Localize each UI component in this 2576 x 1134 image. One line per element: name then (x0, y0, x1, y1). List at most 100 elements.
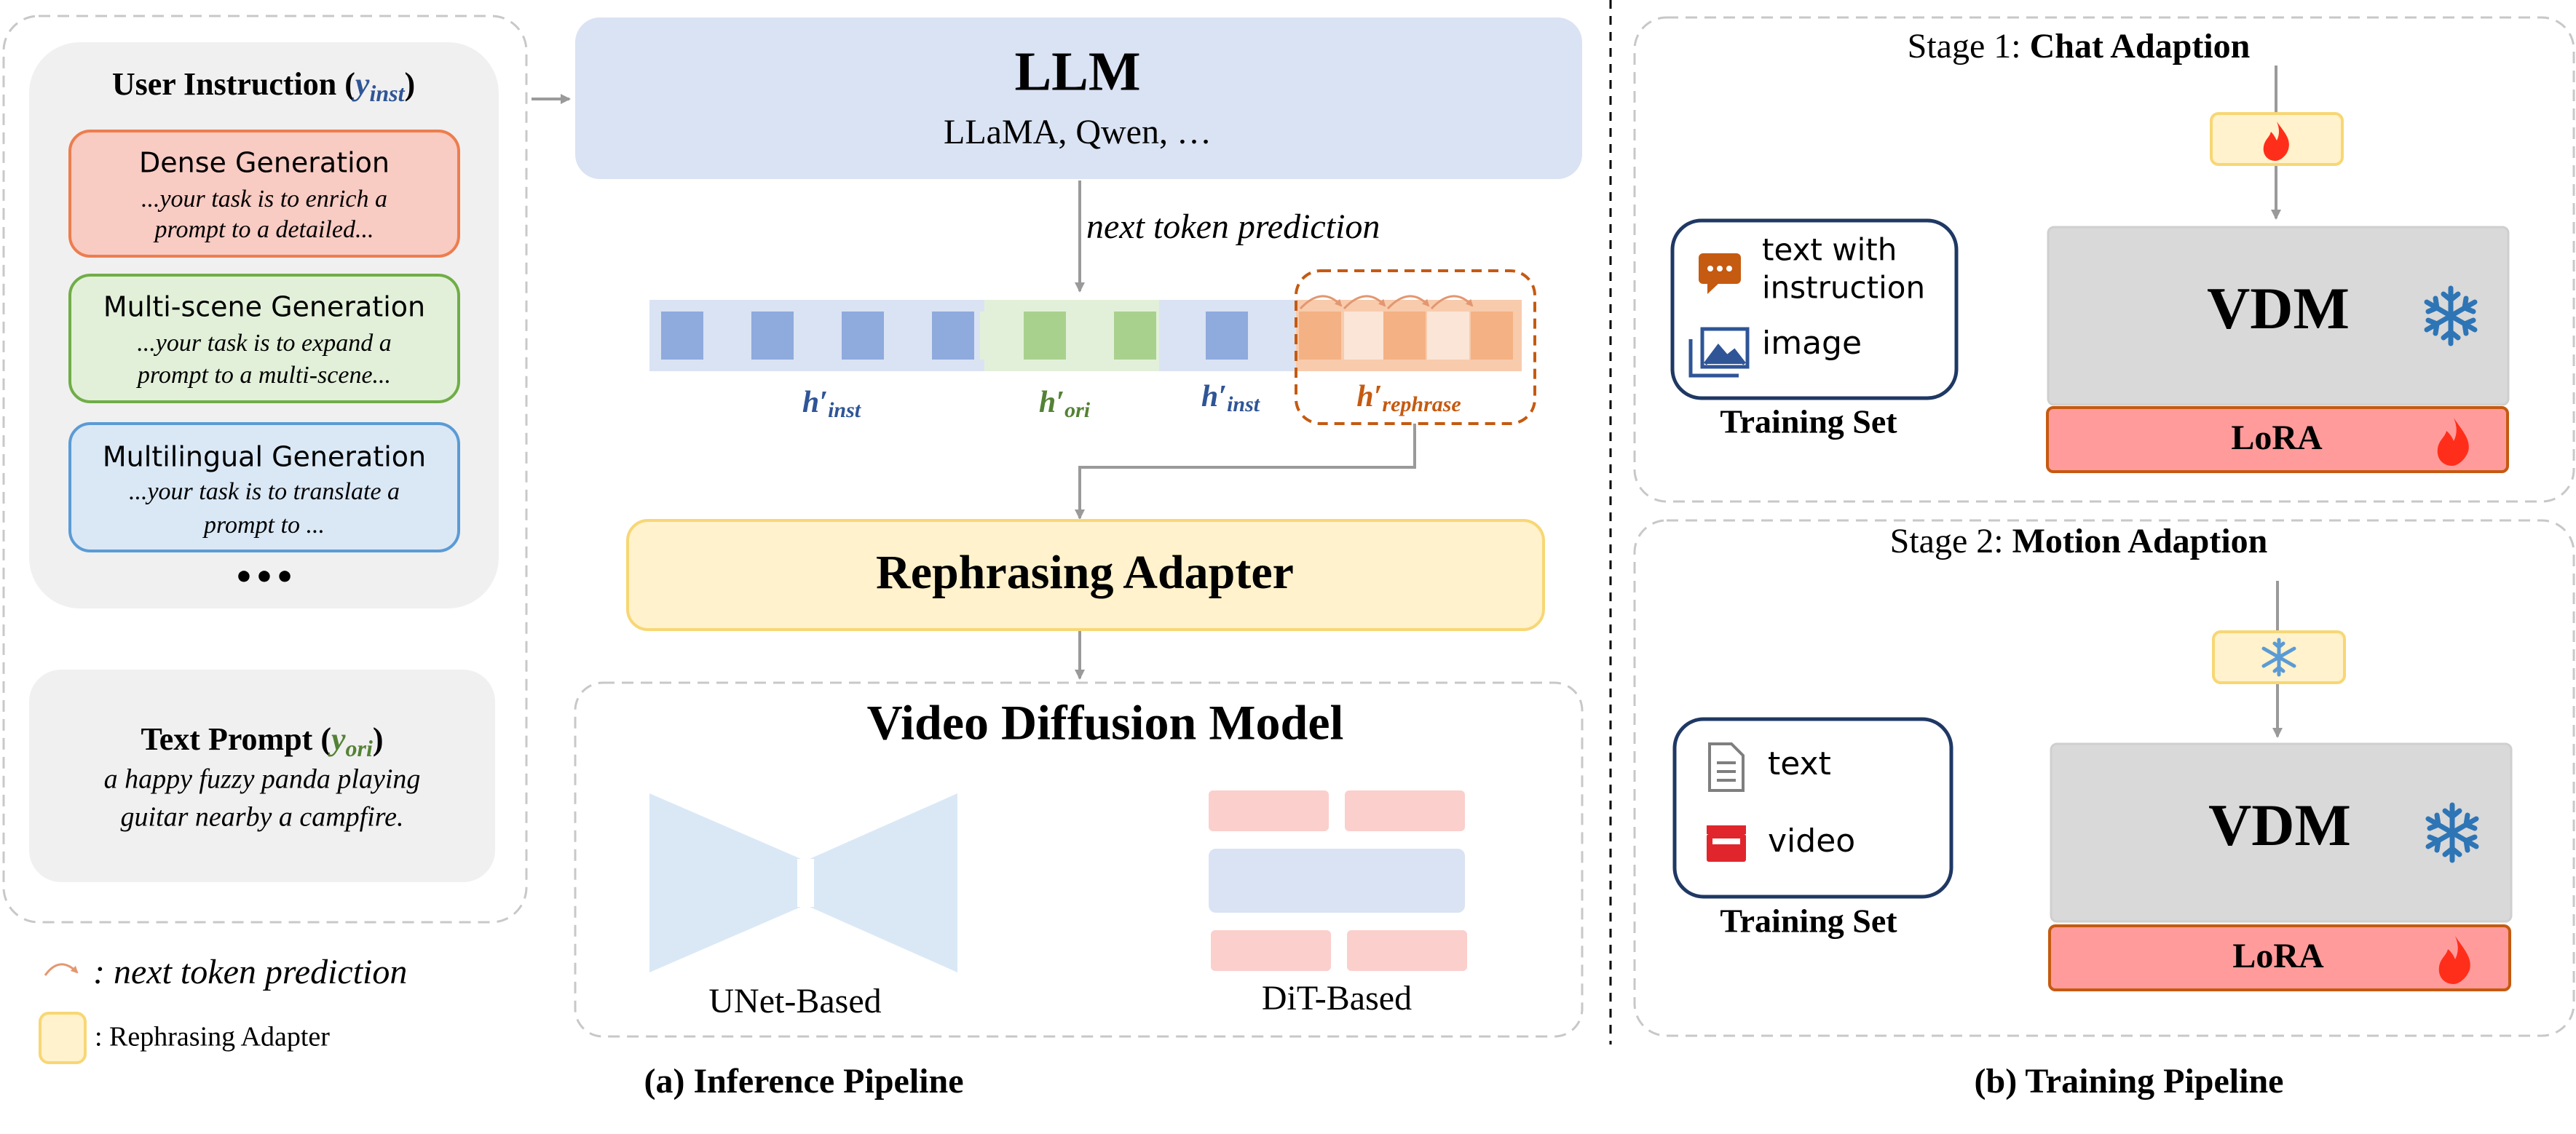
multi-scene-generation-card (68, 274, 460, 403)
dit-block-bottom-right (1347, 930, 1467, 971)
multi-scene-generation-title: Multi-scene Generation (103, 291, 425, 323)
rephrasing-adapter-label: Rephrasing Adapter (876, 546, 1294, 599)
image-icon (1688, 327, 1750, 378)
stage1-fire-icon (2263, 122, 2289, 161)
multilingual-generation-line1: ...your task is to translate a (129, 478, 400, 505)
token-cell (1299, 312, 1341, 360)
unet-waist-gap (797, 859, 814, 907)
stage1-vdm-label: VDM (2207, 275, 2350, 341)
stage1-item-image: image (1762, 325, 1862, 362)
stage2-vdm-label: VDM (2208, 792, 2351, 858)
stage1-vdm-block (2047, 226, 2510, 406)
stage1-snowflake-icon (2424, 285, 2478, 346)
dense-generation-card (68, 130, 460, 258)
multi-scene-generation-line2: prompt to a multi-scene... (136, 362, 391, 389)
token-cell (1162, 312, 1204, 360)
dit-block-middle (1209, 849, 1465, 913)
multilingual-generation-title: Multilingual Generation (103, 441, 426, 473)
legend-ntp-label: : next token prediction (93, 953, 407, 991)
token-cell (1206, 312, 1248, 360)
llm-title: LLM (1014, 41, 1140, 102)
stage1-panel (1633, 16, 2575, 503)
caption-inference: (a) Inference Pipeline (644, 1062, 963, 1101)
stage2-lora-fire-icon (2438, 936, 2470, 984)
token-cell (887, 312, 929, 360)
dit-block-top-right (1345, 790, 1465, 831)
ntp-arc (1430, 295, 1474, 310)
token-cell (1471, 312, 1513, 360)
stage2-lora-label: LoRA (2232, 937, 2324, 975)
more-items-ellipsis: ••• (234, 559, 295, 596)
adapter-legend-swatch (39, 1012, 87, 1064)
unet-label: UNet-Based (708, 982, 881, 1020)
token-cell (932, 312, 974, 360)
ntp-arc (1343, 295, 1386, 310)
chat-bubble-icon (1699, 253, 1741, 294)
stage1-training-set-box (1670, 218, 1959, 400)
h-ori-label: h′ori (1039, 386, 1091, 422)
video-diffusion-model-title: Video Diffusion Model (867, 695, 1344, 750)
token-cell (980, 312, 1022, 360)
multi-scene-generation-line1: ...your task is to expand a (137, 330, 391, 357)
token-cell (842, 312, 884, 360)
multilingual-generation-card (68, 422, 460, 552)
text-prompt-group (29, 670, 495, 882)
stage1-lora-fire-icon (2437, 418, 2469, 466)
dense-generation-line2: prompt to a detailed... (154, 216, 374, 243)
token-cell (1069, 312, 1111, 360)
ntp-legend-arrow-icon (44, 963, 79, 976)
stage2-item-video: video (1768, 822, 1855, 860)
token-cell (661, 312, 703, 360)
text-prompt-line2: guitar nearby a campfire. (120, 802, 403, 833)
stage1-item-text-line2: instruction (1762, 270, 1925, 306)
h-inst-label-2: h′inst (1201, 380, 1261, 416)
stage1-adapter-trainable (2210, 112, 2344, 166)
ntp-arc (1299, 295, 1343, 310)
video-clapper-icon (1707, 825, 1746, 862)
dense-generation-line1: ...your task is to enrich a (141, 186, 387, 213)
token-cell (1114, 312, 1156, 360)
stage1-title: Stage 1: Chat Adaption (1908, 27, 2251, 66)
token-cell (1427, 312, 1469, 360)
dit-block-bottom-left (1211, 930, 1331, 971)
stage1-lora-label: LoRA (2231, 419, 2323, 457)
multilingual-generation-line2: prompt to ... (202, 512, 325, 539)
token-cell (1024, 312, 1066, 360)
document-icon (1708, 742, 1745, 792)
stage2-vdm-block (2050, 742, 2513, 923)
user-instruction-title: User Instruction (yinst) (112, 66, 415, 106)
arrow-tokens-to-adapter (1075, 424, 1416, 520)
text-prompt-line1: a happy fuzzy panda playing (104, 764, 421, 795)
dit-block-top-left (1209, 790, 1329, 831)
stage2-snowflake-icon (2425, 802, 2479, 863)
video-diffusion-model-block (574, 681, 1584, 1038)
ntp-arcs (1299, 295, 1474, 310)
dense-generation-title: Dense Generation (139, 147, 390, 179)
caption-training: (b) Training Pipeline (1975, 1062, 2284, 1101)
h-rephrase-label: h′rephrase (1356, 380, 1461, 416)
stage2-title: Stage 2: Motion Adaption (1890, 522, 2268, 560)
legend-adapter-label: : Rephrasing Adapter (95, 1022, 330, 1052)
next-token-prediction-label: next token prediction (1086, 207, 1380, 246)
token-cell (1344, 312, 1386, 360)
stage2-training-set-label: Training Set (1720, 903, 1897, 940)
stage2-lora-block (2048, 924, 2511, 991)
text-prompt-title: Text Prompt (yori) (141, 721, 383, 761)
ntp-arc (1386, 295, 1430, 310)
dit-label: DiT-Based (1262, 979, 1412, 1018)
stage1-item-text-line1: text with (1762, 232, 1897, 268)
token-cell (706, 312, 748, 360)
stage2-adapter-snowflake-icon (2261, 638, 2296, 677)
llm-subtitle: LLaMA, Qwen, … (944, 113, 1212, 151)
stage2-item-text: text (1768, 745, 1831, 782)
token-cell (797, 312, 839, 360)
stage1-training-set-label: Training Set (1720, 403, 1897, 440)
token-sequence (661, 312, 1513, 360)
token-cell (1251, 312, 1293, 360)
rephrasing-adapter-block (626, 519, 1545, 631)
stage1-lora-block (2046, 406, 2509, 473)
token-cell (1383, 312, 1426, 360)
stage2-panel (1633, 519, 2575, 1037)
